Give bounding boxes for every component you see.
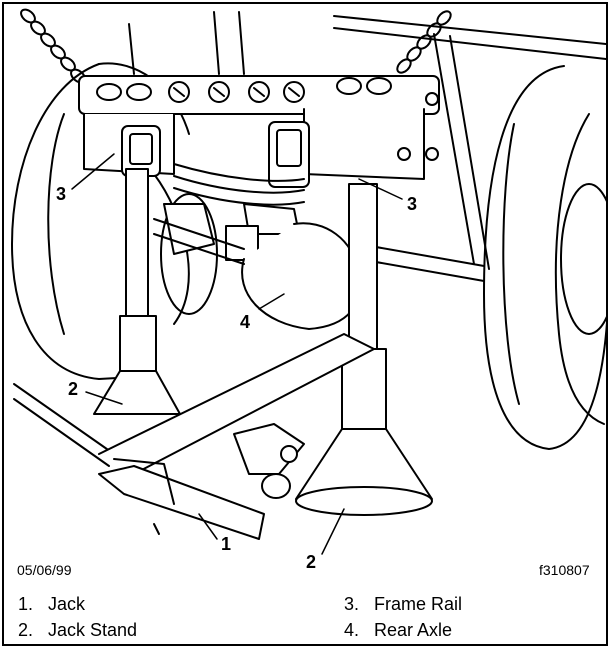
jack-stand-right	[295, 183, 433, 516]
legend-text: Frame Rail	[374, 594, 463, 614]
legend-number: 4.	[344, 620, 360, 640]
callout-1: 1	[221, 534, 232, 554]
axle-jack-illustration	[11, 8, 606, 555]
legend-text: Rear Axle	[374, 620, 453, 640]
legend-text: Jack	[48, 594, 86, 614]
callout-4: 4	[240, 312, 251, 332]
legend-item-4: 4. Rear Axle	[344, 620, 452, 641]
figure-date: 05/06/99	[17, 562, 72, 578]
frame-rail-left	[83, 113, 175, 177]
legend-item-1: 1. Jack	[18, 594, 85, 615]
legend-text: Jack Stand	[48, 620, 138, 640]
frame-rail-right	[268, 92, 439, 188]
legend-number: 1.	[18, 594, 34, 614]
figure-id: f310807	[539, 562, 590, 578]
callout-2-left: 2	[68, 379, 79, 399]
legend-item-3: 3. Frame Rail	[344, 594, 462, 615]
chain-right	[396, 10, 452, 74]
right-tire	[483, 65, 606, 450]
suspension	[163, 163, 305, 261]
floor-jack	[13, 333, 375, 540]
legend-number: 3.	[344, 594, 360, 614]
crossmember	[78, 75, 440, 115]
legend-item-2: 2. Jack Stand	[18, 620, 137, 641]
left-tire	[11, 62, 218, 380]
legend-number: 2.	[18, 620, 34, 640]
callout-2-right: 2	[306, 552, 317, 572]
jack-stand-left	[93, 168, 181, 415]
rear-axle	[153, 218, 485, 330]
leader-lines	[71, 153, 403, 555]
callout-3-left: 3	[56, 184, 67, 204]
callout-3-right: 3	[407, 194, 418, 214]
chain-left	[20, 8, 86, 84]
chassis-lines	[128, 11, 606, 270]
